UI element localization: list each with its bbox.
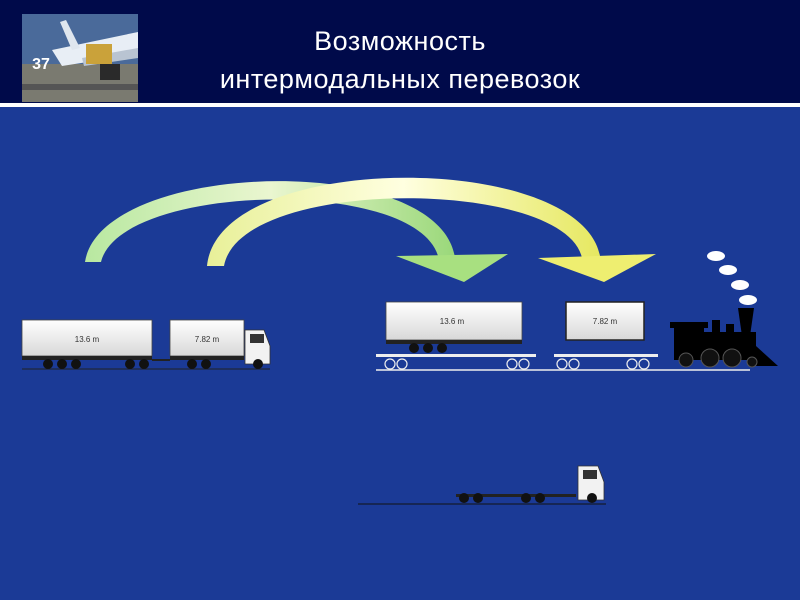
title-line-1: Возможность <box>314 26 486 56</box>
slide-number: 37 <box>32 56 50 73</box>
transfer-arrow-icon <box>207 177 656 282</box>
locomotive-icon <box>670 251 778 368</box>
slide-title: Возможность интермодальных перевозок <box>170 22 630 98</box>
rail-wagon-1: 13.6 m <box>376 301 536 370</box>
rail-trailer-length-label: 13.6 m <box>440 317 465 326</box>
intermodal-scene: 13.6 m 7.82 m 13.6 m 7.82 m <box>21 177 778 505</box>
airplane-cargo-logo-icon <box>22 14 138 102</box>
tractor-unit-icon <box>358 465 606 505</box>
truck-body-length-label: 7.82 m <box>195 335 220 344</box>
road-train: 13.6 m 7.82 m <box>21 319 271 370</box>
trailer-length-label: 13.6 m <box>75 335 100 344</box>
title-line-2: интермодальных перевозок <box>219 64 581 94</box>
swap-body-length-label: 7.82 m <box>593 317 618 326</box>
header-divider <box>0 103 800 107</box>
transfer-arrow-icon <box>85 181 508 282</box>
rail-wagon-2: 7.82 m <box>554 301 658 370</box>
